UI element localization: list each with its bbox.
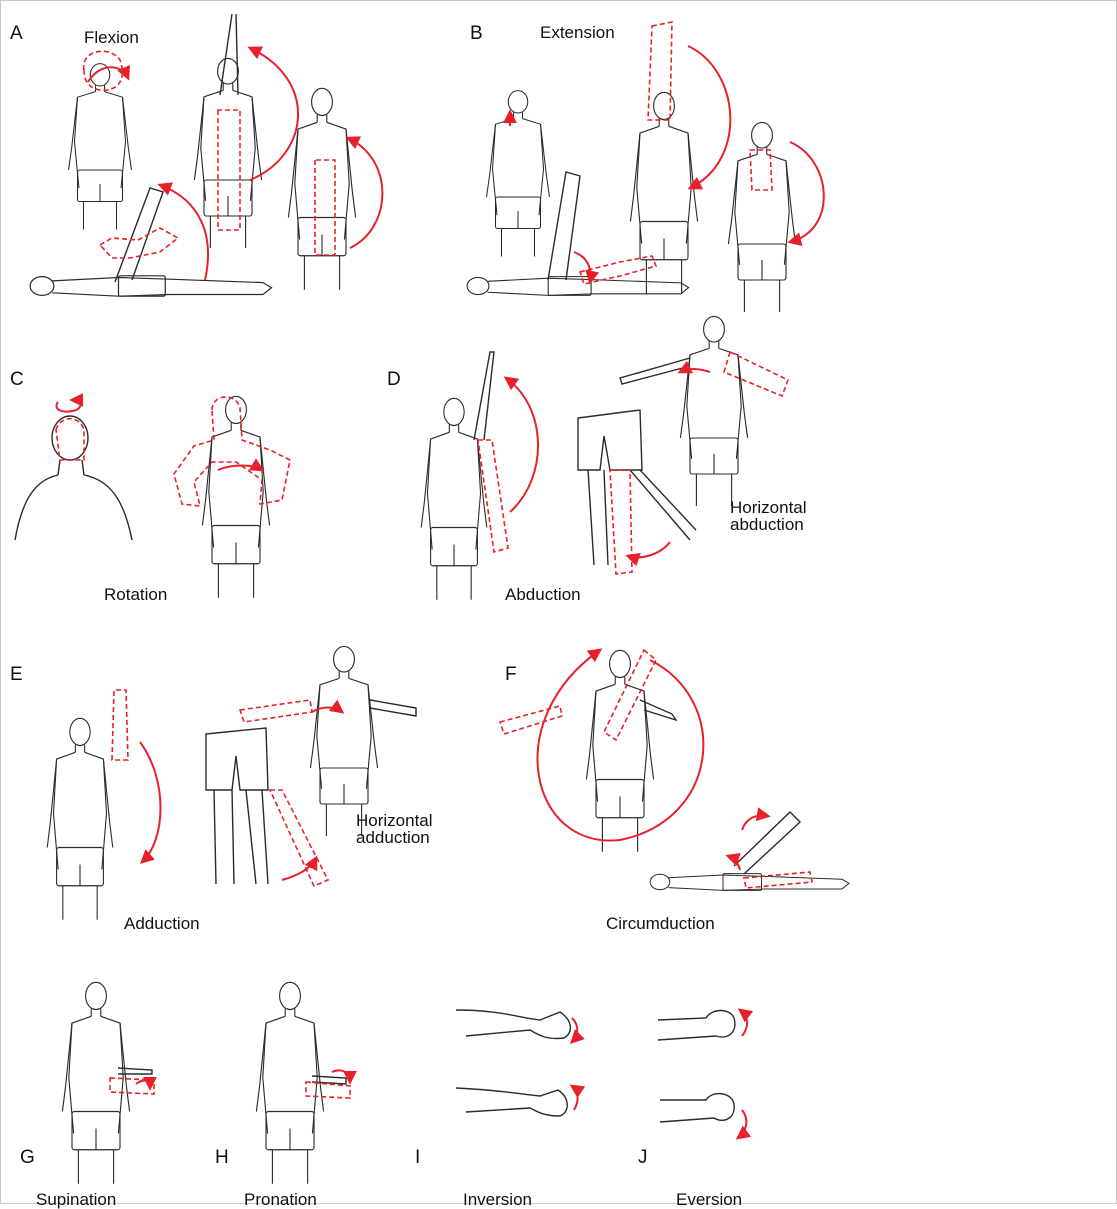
panel-b-motion xyxy=(510,22,824,284)
panel-letter-d: D xyxy=(387,370,401,389)
panel-letter-c: C xyxy=(10,370,24,389)
caption-adduction: Adduction xyxy=(124,915,200,932)
caption-rotation: Rotation xyxy=(104,586,167,603)
panel-c-figures xyxy=(15,396,270,597)
caption-horizontal-adduction: Horizontal adduction xyxy=(356,812,433,846)
panel-j-figures xyxy=(658,1011,735,1123)
caption-pronation: Pronation xyxy=(244,1191,317,1208)
caption-extension: Extension xyxy=(540,24,615,41)
panel-e-figures xyxy=(47,646,416,919)
panel-letter-j: J xyxy=(638,1148,648,1167)
caption-horizontal-adduction-line1: Horizontal xyxy=(356,812,433,829)
caption-horizontal-abduction: Horizontal abduction xyxy=(730,499,807,533)
panel-letter-a: A xyxy=(10,24,23,43)
caption-inversion: Inversion xyxy=(463,1191,532,1208)
panel-a-figures xyxy=(30,14,356,296)
caption-supination: Supination xyxy=(36,1191,116,1208)
caption-horizontal-abduction-line2: abduction xyxy=(730,516,807,533)
caption-flexion: Flexion xyxy=(84,29,139,46)
panel-h-figures xyxy=(256,982,346,1183)
panel-letter-h: H xyxy=(215,1148,229,1167)
panel-e-motion xyxy=(112,690,342,886)
panel-g-motion xyxy=(110,1078,154,1094)
panel-letter-f: F xyxy=(505,665,517,684)
caption-eversion: Eversion xyxy=(676,1191,742,1208)
panel-f-motion xyxy=(500,650,812,888)
panel-letter-i: I xyxy=(415,1148,420,1167)
panel-letter-b: B xyxy=(470,24,483,43)
caption-horizontal-adduction-line2: adduction xyxy=(356,829,433,846)
panel-b-figures xyxy=(467,91,796,312)
panel-c-motion xyxy=(56,397,290,506)
panel-i-motion xyxy=(572,1018,578,1110)
panel-d-figures xyxy=(421,316,747,599)
panel-letter-e: E xyxy=(10,665,23,684)
caption-abduction: Abduction xyxy=(505,586,581,603)
caption-circumduction: Circumduction xyxy=(606,915,715,932)
caption-horizontal-abduction-line1: Horizontal xyxy=(730,499,807,516)
panel-j-motion xyxy=(738,1010,747,1138)
panel-i-figures xyxy=(456,1010,570,1116)
panel-letter-g: G xyxy=(20,1148,35,1167)
